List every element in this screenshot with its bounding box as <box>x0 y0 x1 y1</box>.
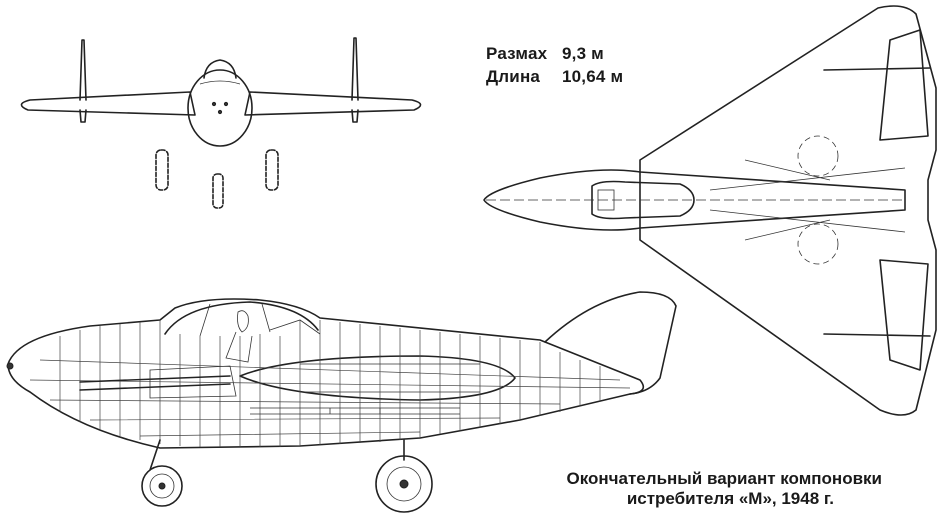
top-view-right-elevon <box>879 259 929 371</box>
side-view <box>6 291 677 513</box>
length-value: 10,64 м <box>562 67 624 86</box>
front-view-right-fin <box>351 37 359 123</box>
top-view <box>483 5 937 416</box>
front-view-canopy <box>203 59 237 79</box>
pilot-figure <box>225 310 253 363</box>
top-view-canopy <box>591 180 695 220</box>
caption-line-1: Окончательный вариант компоновки <box>566 469 883 488</box>
top-view-fuselage <box>483 169 906 231</box>
front-view-fuselage <box>187 69 253 147</box>
front-view-right-wheel <box>265 149 279 191</box>
length-label: Длина <box>486 67 541 86</box>
length-spec: Длина 10,64 м <box>486 67 623 87</box>
front-view-nose-wheel <box>212 173 224 209</box>
front-view-left-wing <box>20 91 196 116</box>
side-view-fuselage <box>7 298 645 449</box>
top-view-wing <box>639 5 937 416</box>
side-view-engine <box>239 355 516 401</box>
wingspan-label: Размах <box>486 44 548 63</box>
wingspan-spec: Размах 9,3 м <box>486 44 604 64</box>
front-view-right-wing <box>244 91 422 116</box>
front-view-left-fin <box>79 39 87 123</box>
side-view-canopy <box>164 301 319 335</box>
structural-frames <box>29 320 631 447</box>
top-view-left-elevon <box>879 29 929 141</box>
front-view <box>20 37 422 209</box>
side-view-tail-fin <box>544 291 677 395</box>
caption-line-2: истребителя «М», 1948 г. <box>626 489 834 508</box>
side-view-nose-gear <box>141 439 183 507</box>
front-view-left-wheel <box>155 149 169 191</box>
wingspan-value: 9,3 м <box>562 44 604 63</box>
side-view-main-gear <box>375 439 433 513</box>
